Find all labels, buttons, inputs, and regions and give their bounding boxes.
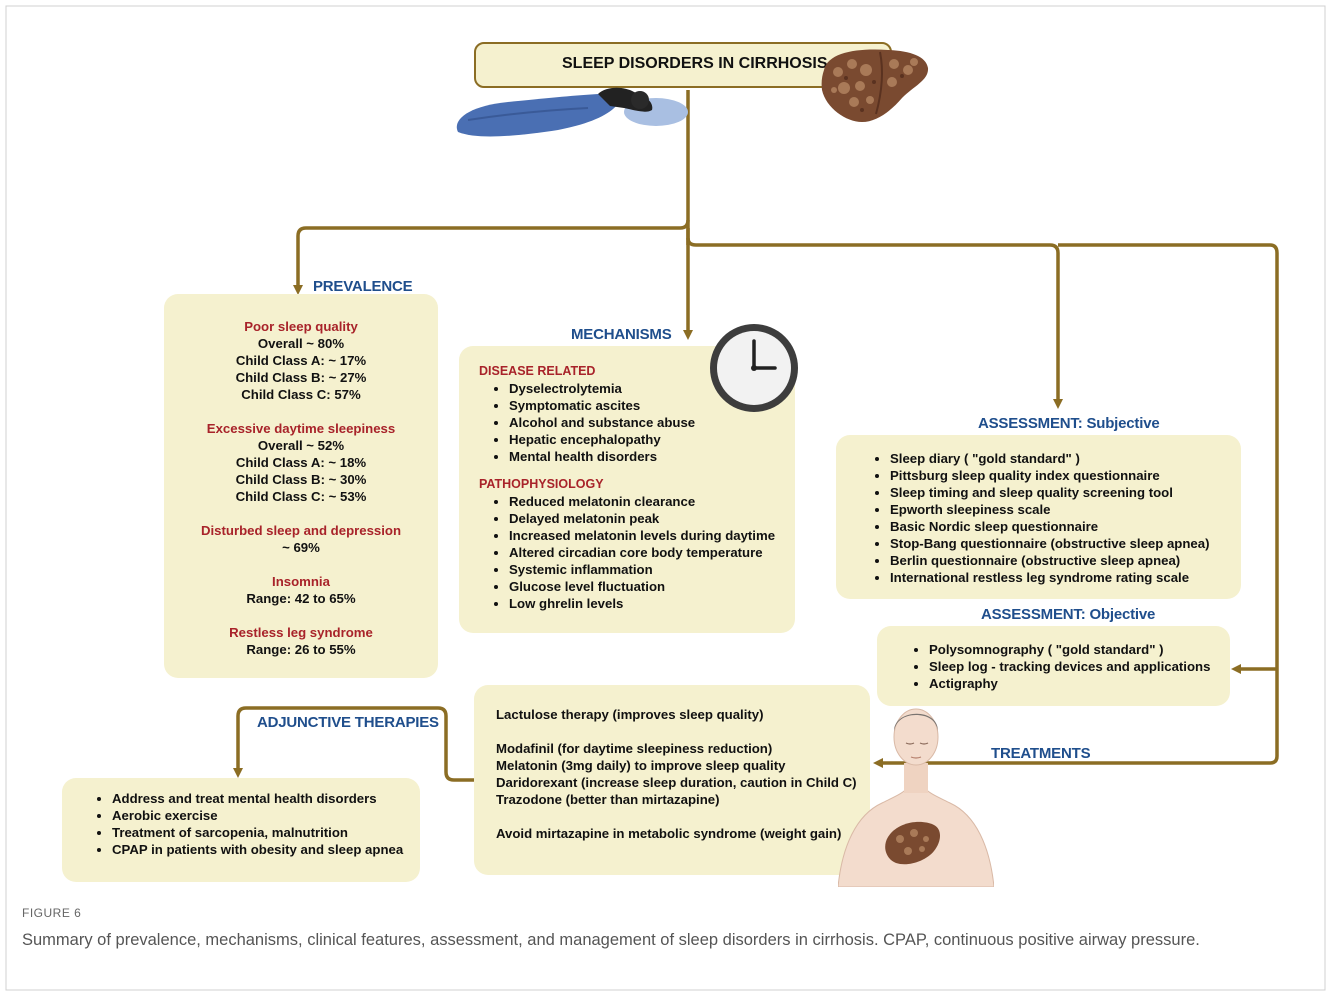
list-item: Actigraphy: [929, 675, 1210, 692]
assessment-objective-header: ASSESSMENT: Objective: [981, 606, 1156, 623]
diagram-title: SLEEP DISORDERS IN CIRRHOSIS: [562, 55, 828, 72]
group-title: Poor sleep quality: [244, 319, 358, 334]
list-item: Pittsburg sleep quality index questionna…: [890, 467, 1209, 484]
treatment-line: Modafinil (for daytime sleepiness reduct…: [496, 741, 773, 756]
group-title: Insomnia: [272, 574, 330, 589]
group-line: Range: 42 to 65%: [246, 591, 356, 606]
list-item: Address and treat mental health disorder…: [112, 790, 403, 807]
list-item: Dyselectrolytemia: [509, 380, 775, 397]
prevalence-box: Poor sleep quality Overall ~ 80% Child C…: [164, 294, 438, 678]
list-item: Treatment of sarcopenia, malnutrition: [112, 824, 403, 841]
list-item: CPAP in patients with obesity and sleep …: [112, 841, 403, 858]
group-line: Child Class A: ~ 17%: [235, 353, 367, 368]
list-item: Epworth sleepiness scale: [890, 501, 1209, 518]
assessment-subjective-header: ASSESSMENT: Subjective: [978, 415, 1160, 432]
list-item: Mental health disorders: [509, 448, 775, 465]
group-line: Child Class C: ~ 53%: [235, 489, 367, 504]
treatments-header: TREATMENTS: [991, 745, 1091, 762]
list-item: Systemic inflammation: [509, 561, 775, 578]
adjunctive-header: ADJUNCTIVE THERAPIES: [257, 714, 439, 731]
list-item: Hepatic encephalopathy: [509, 431, 775, 448]
group-line: Child Class B: ~ 30%: [235, 472, 367, 487]
treatment-line: Melatonin (3mg daily) to improve sleep q…: [496, 758, 786, 773]
list-item: Sleep diary ( "gold standard" ): [890, 450, 1209, 467]
prevalence-header: PREVALENCE: [313, 278, 413, 295]
list-item: Glucose level fluctuation: [509, 578, 775, 595]
pathophysiology-title: PATHOPHYSIOLOGY: [479, 477, 604, 491]
treatment-line: Lactulose therapy (improves sleep qualit…: [496, 707, 764, 722]
connector-arrows: [233, 90, 1279, 782]
list-item: Symptomatic ascites: [509, 397, 775, 414]
liver-icon: [821, 49, 929, 122]
list-item: Altered circadian core body temperature: [509, 544, 775, 561]
treatment-line: Avoid mirtazapine in metabolic syndrome …: [496, 826, 842, 841]
list-item: Stop-Bang questionnaire (obstructive sle…: [890, 535, 1209, 552]
prevalence-group-restless-leg: Restless leg syndrome Range: 26 to 55%: [164, 624, 438, 658]
assessment-subjective-list: Sleep diary ( "gold standard" ) Pittsbur…: [860, 450, 1209, 586]
list-item: Polysomnography ( "gold standard" ): [929, 641, 1210, 658]
group-line: Child Class A: ~ 18%: [235, 455, 367, 470]
human-torso-icon: [838, 708, 994, 887]
list-item: Reduced melatonin clearance: [509, 493, 775, 510]
group-line: Range: 26 to 55%: [246, 642, 356, 657]
assessment-objective-list: Polysomnography ( "gold standard" ) Slee…: [899, 641, 1210, 692]
group-title: Disturbed sleep and depression: [200, 523, 402, 538]
list-item: Basic Nordic sleep questionnaire: [890, 518, 1209, 535]
assessment-objective-box: Polysomnography ( "gold standard" ) Slee…: [877, 626, 1230, 706]
treatment-line: Trazodone (better than mirtazapine): [496, 792, 720, 807]
disease-related-list: Dyselectrolytemia Symptomatic ascites Al…: [479, 380, 775, 465]
list-item: Low ghrelin levels: [509, 595, 775, 612]
group-line: Child Class B: ~ 27%: [235, 370, 367, 385]
treatment-spacer: [496, 808, 857, 825]
mechanisms-header: MECHANISMS: [571, 326, 672, 343]
clock-icon: [710, 324, 798, 412]
pathophysiology-list: Reduced melatonin clearance Delayed mela…: [479, 493, 775, 612]
list-item: Delayed melatonin peak: [509, 510, 775, 527]
list-item: Increased melatonin levels during daytim…: [509, 527, 775, 544]
list-item: Alcohol and substance abuse: [509, 414, 775, 431]
list-item: Berlin questionnaire (obstructive sleep …: [890, 552, 1209, 569]
group-title: Restless leg syndrome: [229, 625, 373, 640]
disease-related-title: DISEASE RELATED: [479, 364, 596, 378]
treatment-spacer: [496, 723, 857, 740]
adjunctive-list: Address and treat mental health disorder…: [82, 790, 403, 858]
group-line: Child Class C: 57%: [241, 387, 361, 402]
adjunctive-box: Address and treat mental health disorder…: [62, 778, 420, 882]
prevalence-group-insomnia: Insomnia Range: 42 to 65%: [164, 573, 438, 607]
group-line: Overall ~ 52%: [257, 438, 345, 453]
prevalence-group-daytime-sleepiness: Excessive daytime sleepiness Overall ~ 5…: [164, 420, 438, 505]
list-item: International restless leg syndrome rati…: [890, 569, 1209, 586]
prevalence-group-depression: Disturbed sleep and depression ~ 69%: [164, 522, 438, 556]
prevalence-group-poor-sleep: Poor sleep quality Overall ~ 80% Child C…: [164, 318, 438, 403]
list-item: Sleep timing and sleep quality screening…: [890, 484, 1209, 501]
list-item: Sleep log - tracking devices and applica…: [929, 658, 1210, 675]
group-line: ~ 69%: [282, 540, 320, 555]
sleeping-person-icon: [456, 87, 688, 137]
group-title: Excessive daytime sleepiness: [206, 421, 396, 436]
figure-label: FIGURE 6: [22, 906, 82, 920]
assessment-subjective-box: Sleep diary ( "gold standard" ) Pittsbur…: [836, 435, 1241, 599]
treatment-line: Daridorexant (increase sleep duration, c…: [496, 775, 857, 790]
treatments-box: Lactulose therapy (improves sleep qualit…: [474, 685, 870, 875]
list-item: Aerobic exercise: [112, 807, 403, 824]
figure-caption: Summary of prevalence, mechanisms, clini…: [22, 931, 1200, 949]
treatments-list: Lactulose therapy (improves sleep qualit…: [496, 706, 857, 842]
group-line: Overall ~ 80%: [257, 336, 345, 351]
